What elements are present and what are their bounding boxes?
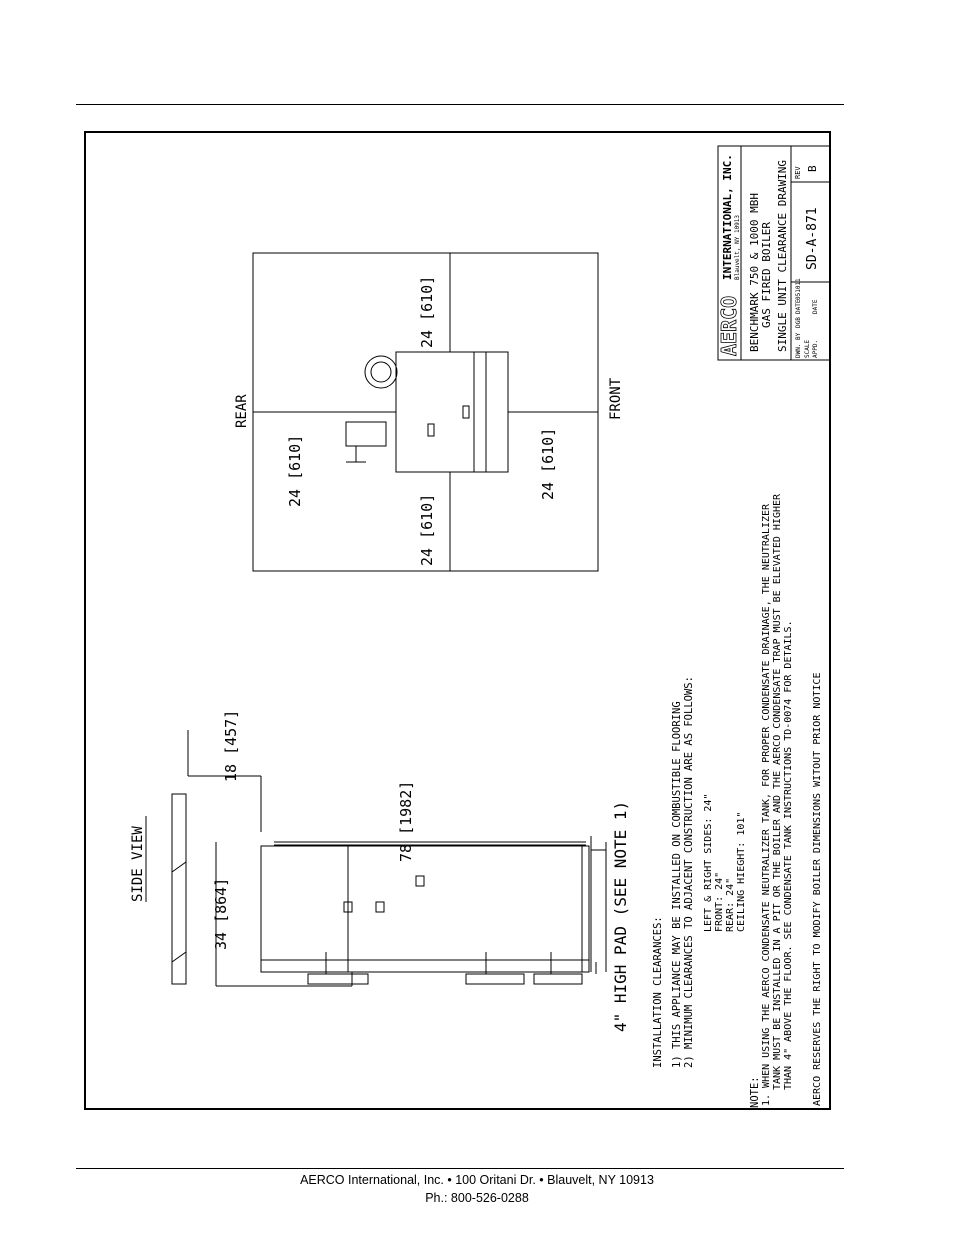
svg-text:1) THIS APPLIANCE MAY BE INSTA: 1) THIS APPLIANCE MAY BE INSTALLED ON CO… — [671, 701, 683, 1068]
dim-right: 24 [610] — [418, 276, 436, 348]
svg-text:THAN 4" ABOVE THE FLOOR. SEE C: THAN 4" ABOVE THE FLOOR. SEE CONDENSATE … — [783, 620, 794, 1090]
svg-text:2) MINIMUM CLEARANCES TO ADJAC: 2) MINIMUM CLEARANCES TO ADJACENT CONSTR… — [683, 676, 695, 1068]
top-view: REAR FRONT 24 [610] — [234, 252, 624, 572]
company-name: INTERNATIONAL, INC. — [721, 154, 734, 280]
front-label: FRONT — [608, 377, 624, 420]
svg-text:DATE: DATE — [795, 299, 802, 314]
svg-text:1. WHEN USING THE AERCO CONDE: 1. WHEN USING THE AERCO CONDENSATE NEUTR… — [761, 503, 772, 1106]
svg-text:SCALE: SCALE — [804, 340, 811, 358]
footer-address: AERCO International, Inc. • 100 Oritani … — [300, 1173, 654, 1187]
dim-top: 18 [457] — [222, 710, 240, 782]
svg-text:TANK MUST BE INSTALLED IN A PI: TANK MUST BE INSTALLED IN A PIT OR THE B… — [772, 493, 783, 1090]
svg-text:REV: REV — [794, 166, 802, 179]
svg-text:SINGLE UNIT CLEARANCE DRAWING: SINGLE UNIT CLEARANCE DRAWING — [776, 160, 789, 352]
rear-label: REAR — [234, 394, 250, 428]
drawing-frame: SIDE VIEW 34 [864] 18 [457] — [84, 131, 831, 1110]
notes: NOTE: 1. WHEN USING THE AERCO CONDENSATE… — [749, 493, 823, 1108]
rotated-sheet: SIDE VIEW 34 [864] 18 [457] — [86, 133, 833, 1112]
svg-text:APPD.: APPD. — [812, 340, 819, 358]
logo: AERCO — [717, 296, 741, 356]
clearances: INSTALLATION CLEARANCES: 1) THIS APPLIAN… — [652, 676, 747, 1068]
notes-heading: NOTE: — [749, 1076, 761, 1108]
pad-label: 4" HIGH PAD (SEE NOTE 1) — [611, 801, 630, 1032]
svg-text:AERCO RESERVES THE RIGHT TO MO: AERCO RESERVES THE RIGHT TO MODIFY BOILE… — [812, 673, 823, 1106]
dim-rear: 24 [610] — [286, 435, 304, 507]
footer-phone: Ph.: 800-526-0288 — [425, 1191, 529, 1205]
side-view-title: SIDE VIEW — [130, 826, 146, 902]
drawing-svg: SIDE VIEW 34 [864] 18 [457] — [130, 145, 831, 1108]
svg-text:DATE: DATE — [812, 299, 819, 314]
company-city: Blauvelt, NY 10913 — [734, 215, 741, 280]
title-block: AERCO INTERNATIONAL, INC. Blauvelt, NY 1… — [717, 145, 831, 361]
svg-text:DGB: DGB — [795, 317, 802, 328]
dim-front: 24 [610] — [539, 428, 557, 500]
svg-text:GAS FIRED BOILER: GAS FIRED BOILER — [760, 222, 773, 328]
dim-left: 24 [610] — [418, 494, 436, 566]
svg-text:LEFT & RIGHT SIDES: 24": LEFT & RIGHT SIDES: 24" — [703, 794, 714, 932]
svg-text:FRONT: 24": FRONT: 24" — [714, 872, 725, 932]
dim-length: 78 [1982] — [397, 781, 415, 862]
header-rule — [76, 104, 844, 105]
drawing-number: SD-A-871 — [805, 207, 820, 270]
side-view: SIDE VIEW 34 [864] 18 [457] — [130, 710, 630, 1032]
svg-text:DWN. BY: DWN. BY — [795, 332, 802, 358]
footer-rule — [76, 1168, 844, 1169]
svg-text:BENCHMARK 750 & 1000 MBH: BENCHMARK 750 & 1000 MBH — [748, 193, 761, 352]
dim-height: 34 [864] — [212, 878, 230, 950]
svg-text:CEILING HIEGHT: 101": CEILING HIEGHT: 101" — [736, 812, 747, 932]
svg-text:051011: 051011 — [795, 278, 802, 300]
svg-text:REAR: 24": REAR: 24" — [725, 878, 736, 932]
revision: B — [806, 165, 819, 172]
clearances-heading: INSTALLATION CLEARANCES: — [652, 916, 664, 1068]
